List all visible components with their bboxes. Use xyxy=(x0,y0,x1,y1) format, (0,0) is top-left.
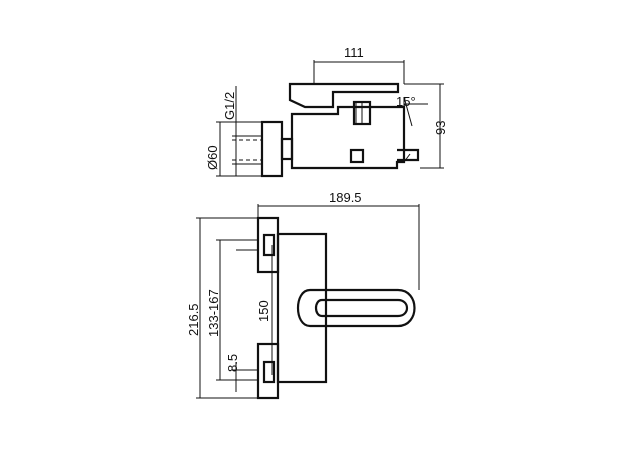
dim-133-167: 133-167 xyxy=(206,289,221,337)
side-view-connector xyxy=(280,137,294,161)
dim-150: 150 xyxy=(256,300,271,322)
dim-dia-60: Ø60 xyxy=(205,145,220,170)
front-view-lever-slot xyxy=(314,298,409,318)
dim-111: 111 xyxy=(344,45,364,60)
front-view-body xyxy=(276,232,328,384)
dim-93: 93 xyxy=(433,121,448,135)
front-view: 189.5 216.5 133-167 150 8.5 xyxy=(186,190,420,400)
side-view-nut xyxy=(349,148,365,164)
side-view: 111 93 15° G1/2 Ø60 xyxy=(205,45,448,178)
dim-15-deg: 15° xyxy=(396,94,416,109)
side-view-lever xyxy=(288,82,400,109)
side-view-body xyxy=(290,105,406,170)
front-view-lever xyxy=(297,288,416,328)
side-view-flange xyxy=(260,120,284,178)
dim-8-5: 8.5 xyxy=(225,354,240,372)
dim-216-5: 216.5 xyxy=(186,303,201,336)
dim-g1-2: G1/2 xyxy=(222,92,237,120)
dim-189-5: 189.5 xyxy=(329,190,362,205)
side-view-outlet xyxy=(397,148,420,162)
